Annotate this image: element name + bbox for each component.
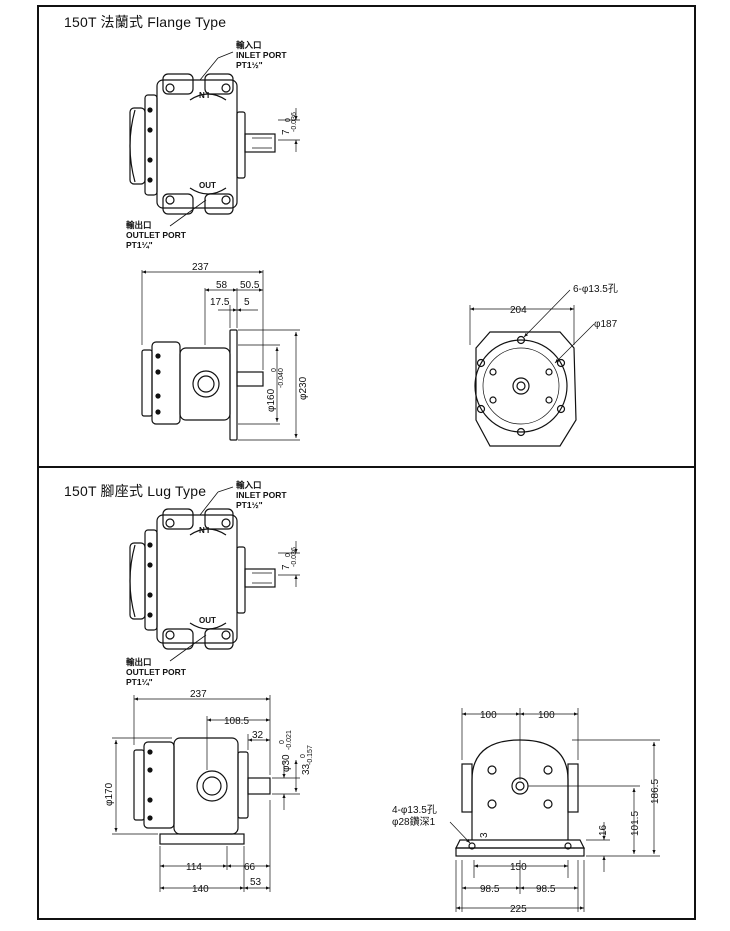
lug-end-center-height: 101.5 [630,811,641,836]
flange-outlet-label-cn: 輸出口 [126,220,152,230]
flange-end-width: 204 [510,305,527,316]
flange-dim-17-5: 17.5 [210,297,230,308]
flange-overall-length: 237 [192,262,209,273]
flange-pilot-diameter: φ160 [266,388,277,412]
flange-pilot-tol-upper: 0 [271,368,278,372]
lug-end-half-right: 100 [538,710,555,721]
lug-end-hole-span: 150 [510,862,527,873]
flange-inlet-thread: PT1½" [236,60,263,70]
lug-outlet-thread: PT1¼" [126,677,153,687]
lug-end-dim-98-5-left: 98.5 [480,884,500,895]
lug-dim-66: 66 [244,862,256,873]
flange-section-title: 150T 法蘭式 Flange Type [64,14,227,30]
lug-mount-counterbore: φ28鑽深1 [392,815,436,828]
flange-key-nominal: 7 [281,129,292,135]
drawing-frame [37,5,696,920]
lug-key-height-tol-upper: 0 [300,754,307,758]
flange-key-tol-upper: 0 [285,118,292,122]
flange-end-view [469,289,595,447]
lug-end-overall-width: 225 [510,904,527,915]
lug-key-nominal: 7 [281,564,292,570]
lug-dim-114: 114 [186,862,202,873]
lug-top-view [129,486,300,662]
flange-bolt-holes: 6-φ13.5孔 [573,283,618,295]
flange-key-tol-lower: -0.036 [291,112,298,132]
flange-inlet-label-cn: 輸入口 [236,40,262,50]
flange-outlet-thread: PT1¼" [126,240,153,250]
lug-dim-108-5: 108.5 [224,716,249,727]
lug-side-view [112,695,300,892]
lug-end-half-left: 100 [480,710,497,721]
lug-key-tol-lower: -0.036 [291,547,298,567]
lug-inlet-thread: PT1½" [236,500,263,510]
lug-end-foot-thickness: 16 [598,824,609,836]
flange-pilot-tol-lower: -0.040 [278,368,285,388]
flange-outer-diameter: φ230 [298,376,309,400]
lug-body-height: φ170 [104,782,115,806]
flange-outlet-label-en: OUTLET PORT [126,230,187,240]
lug-dim-140: 140 [192,884,209,895]
flange-out-mark: OUT [199,181,216,190]
lug-end-total-height: 186.5 [650,779,661,804]
lug-key-height-tol-lower: -0.157 [307,745,314,765]
lug-end-dim-3: 3 [479,832,490,838]
lug-inlet-label-cn: 輸入口 [236,480,262,490]
section-divider [37,466,696,468]
lug-shaft-tol-lower: -0.021 [286,730,293,750]
lug-shaft-diameter: φ30 [281,754,292,772]
lug-out-mark: OUT [199,616,216,625]
lug-outlet-label-cn: 輸出口 [126,657,152,667]
lug-key-height: 33 [301,763,312,775]
lug-inlet-label-en: INLET PORT [236,490,287,500]
lug-dim-32: 32 [252,730,264,741]
flange-dim-5: 5 [244,297,250,308]
lug-shaft-tol-upper: 0 [279,740,286,744]
lug-key-tol-upper: 0 [285,553,292,557]
lug-end-dim-98-5-right: 98.5 [536,884,556,895]
flange-pcd: φ187 [594,319,618,330]
flange-dim-58: 58 [216,280,228,291]
flange-dim-50-5: 50.5 [240,280,260,291]
lug-overall-length: 237 [190,689,207,700]
lug-in-mark: N I [199,526,209,535]
flange-inlet-label-en: INLET PORT [236,50,287,60]
lug-end-view [449,708,660,912]
lug-outlet-label-en: OUTLET PORT [126,667,187,677]
lug-section-title: 150T 腳座式 Lug Type [64,483,207,499]
flange-in-mark: N I [199,91,209,100]
lug-mount-holes: 4-φ13.5孔 [392,804,437,816]
lug-dim-53: 53 [250,877,262,888]
flange-top-view [129,51,300,227]
flange-side-view [141,270,300,441]
